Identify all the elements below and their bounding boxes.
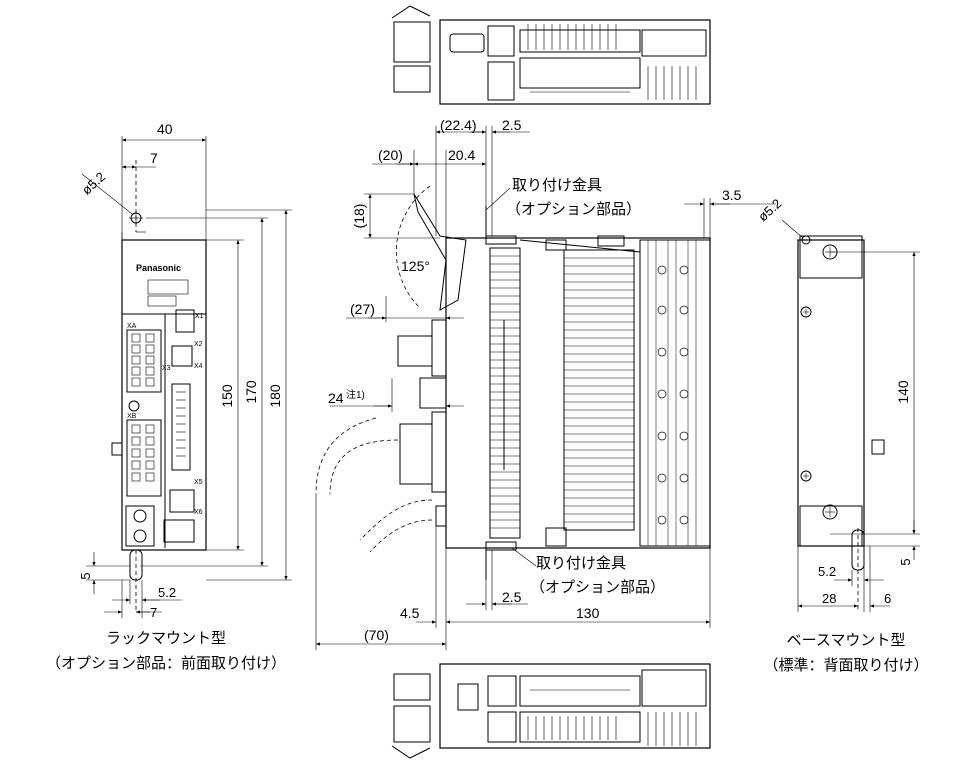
cable-dashed-1 — [315, 417, 377, 495]
driver-front-body — [121, 239, 207, 551]
top-view — [391, 5, 711, 105]
connector-xa-pins — [131, 333, 155, 387]
dim-base-6: 6 — [884, 591, 891, 606]
dim-24: 24 — [328, 390, 344, 406]
dim-3-5: 3.5 — [722, 187, 742, 203]
front-view: Panasonic — [46, 121, 292, 672]
heatsink-fins — [489, 239, 711, 547]
connector-x5 — [169, 489, 195, 513]
connector-x4 — [171, 383, 191, 471]
dim-hole-offset-7: 7 — [150, 150, 158, 166]
bracket-bottom — [485, 541, 517, 551]
dim-base-5-2: 5.2 — [818, 564, 836, 579]
side-view: 125° (22.4) 2.5 (20) 20.4 (18) — [315, 117, 776, 650]
label-xa: XA — [127, 323, 137, 330]
bracket-label-top: 取り付け金具 — [512, 176, 602, 194]
base-plate — [797, 239, 865, 547]
dim-20-4: 20.4 — [448, 147, 475, 163]
dim-base-hole-dia: ø5.2 — [755, 196, 784, 225]
bracket-top — [485, 235, 517, 245]
label-x2: X2 — [194, 341, 203, 348]
dim-base-28: 28 — [822, 591, 836, 606]
dim-height-150: 150 — [219, 384, 235, 408]
dim-bottom-5: 5 — [78, 572, 93, 579]
bracket-label-top-note: （オプション部品） — [506, 200, 641, 218]
dim-22-4: (22.4) — [440, 117, 477, 133]
caption-rack-mount: ラックマウント型 — [106, 629, 226, 647]
dim-2-5-bottom: 2.5 — [502, 589, 522, 605]
bracket-label-bottom-note: （オプション部品） — [530, 578, 665, 596]
base-view: ø5.2 140 5 5.2 28 6 ベースマウント型 （標準：背面取り付け） — [755, 196, 928, 674]
label-x6: X6 — [194, 509, 203, 516]
bottom-view — [391, 663, 711, 759]
caption-base-mount-note: （標準：背面取り付け） — [763, 656, 928, 674]
screw-icon-mid2 — [800, 470, 812, 482]
label-x3: X3 — [162, 365, 171, 372]
connector-xb-pins — [131, 424, 155, 482]
label-xb: XB — [127, 413, 137, 420]
screw-icon-bottom — [822, 504, 838, 520]
bracket-label-bottom: 取り付け金具 — [536, 554, 626, 572]
dim-2-5-top: 2.5 — [502, 117, 522, 133]
dim-20: (20) — [378, 147, 403, 163]
caption-base-mount: ベースマウント型 — [787, 631, 906, 649]
dim-bottom-7: 7 — [150, 605, 157, 620]
driver-top-body — [439, 19, 711, 105]
dim-base-5: 5 — [898, 558, 913, 565]
dim-18: (18) — [351, 204, 367, 229]
caption-rack-mount-note: （オプション部品：前面取り付け） — [46, 654, 286, 672]
driver-side-body — [445, 237, 711, 549]
dim-24-note: 注1) — [346, 388, 365, 401]
dim-4-5: 4.5 — [400, 605, 420, 621]
handle-lever — [413, 193, 467, 311]
label-x4: X4 — [194, 363, 203, 370]
screw-icon — [128, 400, 140, 412]
dim-height-170: 170 — [243, 380, 259, 404]
dim-70: (70) — [364, 627, 389, 643]
label-x5: X5 — [194, 479, 203, 486]
dim-hole-dia: ø5.2 — [79, 169, 108, 198]
label-x1: X1 — [195, 313, 204, 320]
screw-icon-mid1 — [800, 306, 812, 318]
dim-angle: 125° — [401, 258, 430, 274]
dim-height-140: 140 — [895, 380, 911, 404]
dim-130: 130 — [576, 605, 600, 621]
dim-width-40: 40 — [157, 121, 173, 137]
dim-height-180: 180 — [267, 384, 283, 408]
dim-27: (27) — [350, 301, 375, 317]
connector-x2 — [171, 345, 193, 367]
brand-logo: Panasonic — [136, 263, 181, 273]
connector-x1 — [175, 309, 195, 333]
connector-x6 — [163, 519, 195, 543]
dim-bottom-5-2: 5.2 — [158, 585, 176, 600]
base-mount-hole-icon — [801, 235, 811, 245]
